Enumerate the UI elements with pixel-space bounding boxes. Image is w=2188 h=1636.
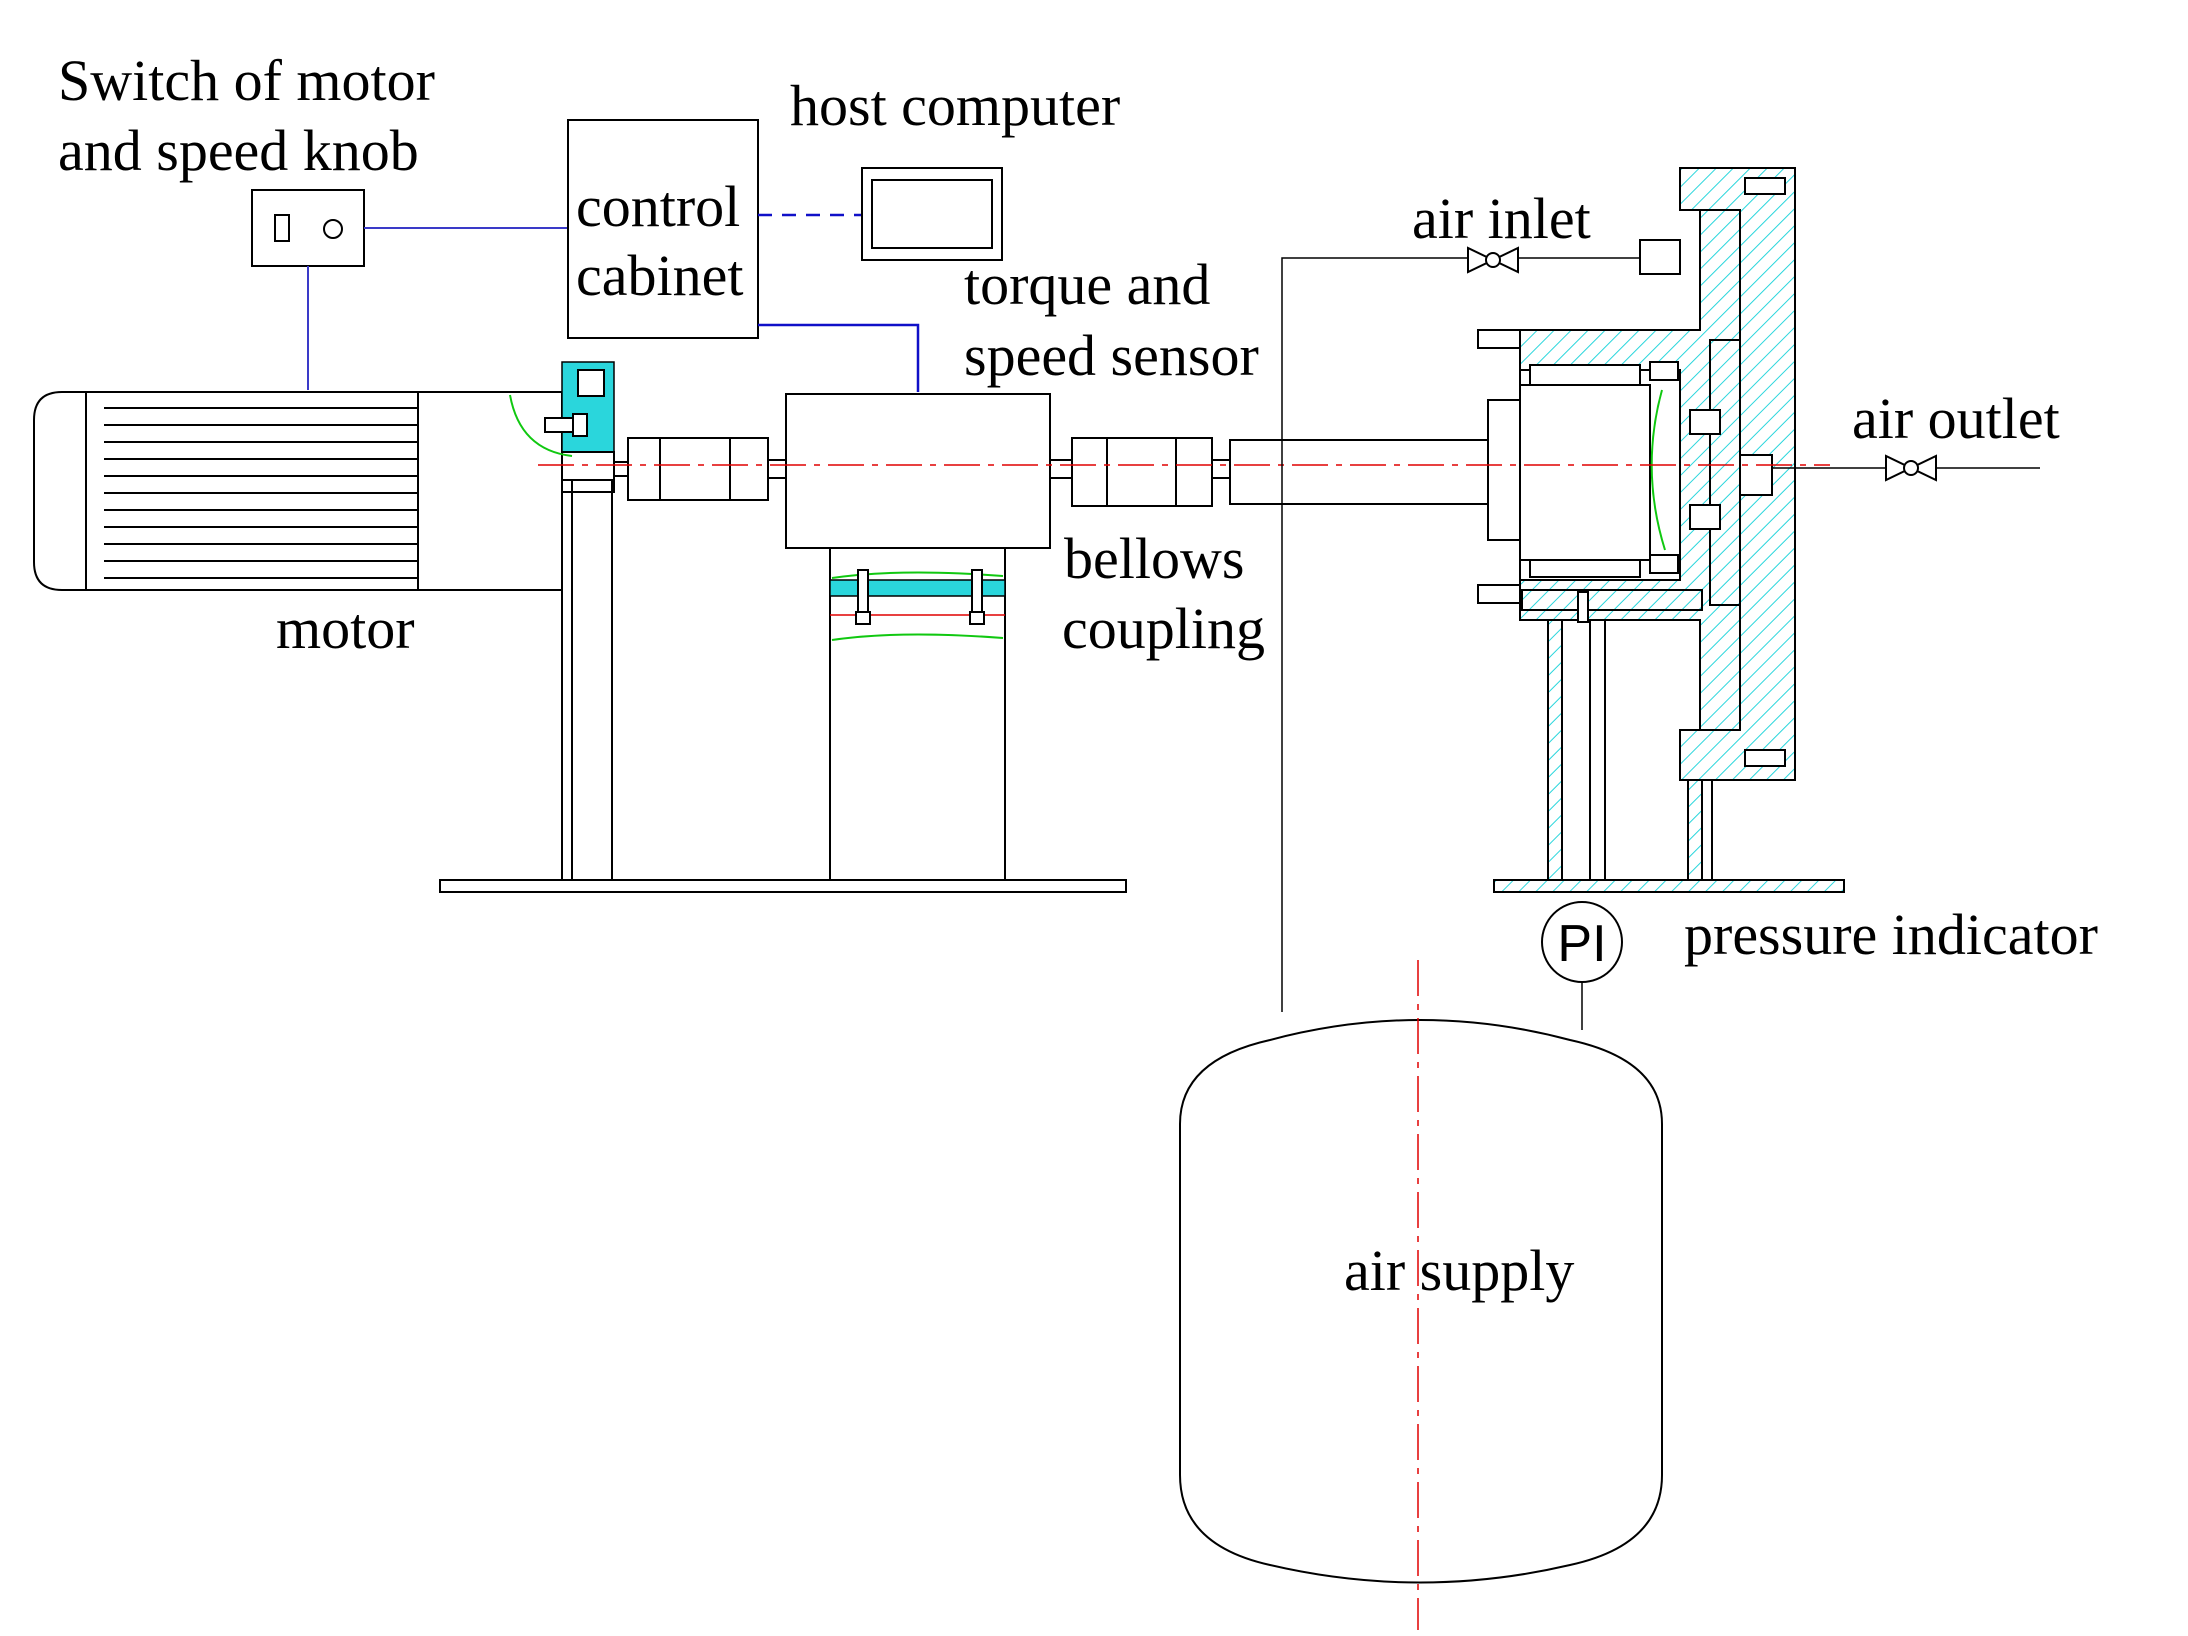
air-outlet-valve-icon: [1885, 454, 1937, 482]
motor-body: [33, 391, 563, 591]
control-cabinet-label-line2: cabinet: [576, 243, 743, 308]
pressure-indicator-symbol: PI: [1557, 915, 1606, 973]
motor-coupling: [613, 437, 787, 501]
host-computer-monitor: [861, 167, 1003, 261]
air-outlet-label: air outlet: [1852, 386, 2060, 451]
host-computer-label: host computer: [790, 73, 1120, 138]
bellows-label-line1: bellows: [1064, 526, 1244, 591]
switch-label-line1: Switch of motor: [58, 48, 435, 113]
air-inlet-pipe: [1281, 257, 1468, 1012]
right-base-plate: [1493, 879, 1845, 893]
switch-label-line2: and speed knob: [58, 118, 419, 183]
motor-label: motor: [276, 596, 415, 661]
test-head-stand: [1547, 591, 1713, 881]
cabinet-to-sensor-wire: [758, 323, 920, 392]
torque-sensor-label-line2: speed sensor: [964, 323, 1259, 388]
test-chamber-assembly: [1477, 167, 1796, 781]
bellows-label-line2: coupling: [1062, 596, 1265, 661]
left-base-plate: [439, 879, 1127, 893]
motor-switch-box: [251, 189, 365, 267]
air-supply-tank: [1179, 960, 1663, 1630]
sensor-stand: [829, 548, 1006, 880]
bellows-coupling: [1049, 437, 1231, 507]
torque-sensor-body: [785, 393, 1051, 549]
pressure-indicator-label: pressure indicator: [1684, 902, 2098, 967]
motor-cooling-fins: [104, 407, 418, 579]
motor-flange: [509, 361, 615, 493]
control-cabinet-box: [567, 119, 759, 339]
air-inlet-valve-icon: [1467, 246, 1519, 274]
motor-stand: [561, 479, 613, 881]
control-cabinet-label-line1: control: [576, 174, 740, 239]
air-inlet-label: air inlet: [1412, 186, 1591, 251]
drive-shaft: [1229, 439, 1489, 505]
air-supply-label: air supply: [1344, 1238, 1574, 1303]
torque-sensor-label-line1: torque and: [964, 252, 1210, 317]
pressure-indicator-gauge: [1541, 901, 1623, 1030]
